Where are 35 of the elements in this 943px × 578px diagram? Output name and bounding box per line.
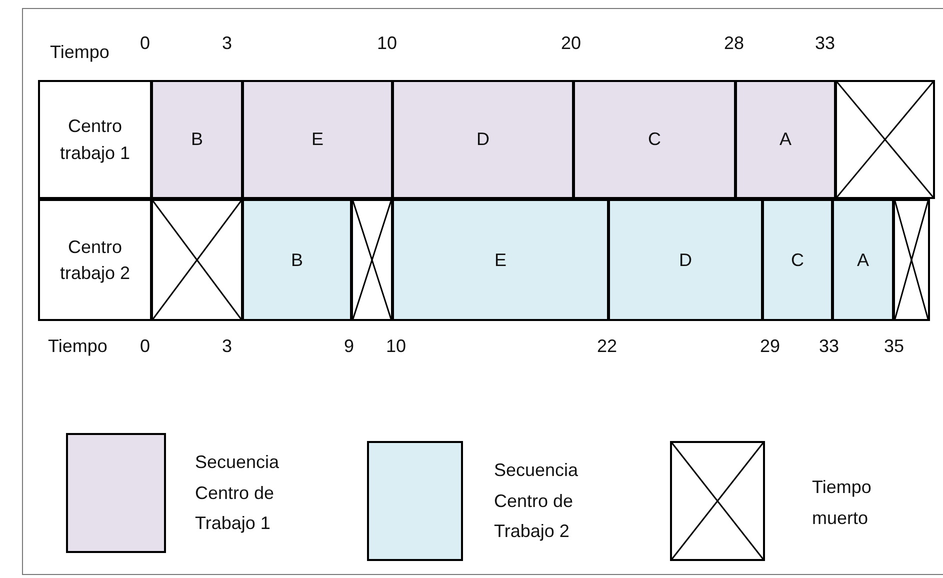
task-bar: E (242, 80, 393, 199)
time-tick-label: 28 (724, 33, 744, 54)
task-bar: B (242, 199, 352, 321)
time-tick-label: 20 (561, 33, 582, 54)
task-bar: C (762, 199, 833, 321)
idle-time-box (351, 199, 393, 321)
time-tick-label: 3 (222, 33, 232, 54)
time-tick-label: 10 (377, 33, 398, 54)
task-bar: D (608, 199, 763, 321)
time-tick-label: 22 (597, 336, 618, 357)
time-tick-label: 9 (344, 336, 354, 357)
task-bar: C (573, 80, 736, 199)
axis-title: Tiempo (50, 42, 110, 63)
idle-time-box (151, 199, 243, 321)
time-tick-label: 33 (819, 336, 840, 357)
row-header: Centro trabajo 2 (38, 199, 152, 321)
time-tick-label: 0 (140, 33, 150, 54)
task-bar: A (832, 199, 894, 321)
time-tick-label: 29 (760, 336, 780, 357)
task-bar: E (392, 199, 609, 321)
time-tick-label: 3 (222, 336, 232, 357)
row-header: Centro trabajo 1 (38, 80, 152, 199)
legend-label: Secuencia Centro de Trabajo 1 (195, 451, 280, 536)
task-bar: B (151, 80, 243, 199)
time-tick-label: 0 (140, 336, 150, 357)
legend-label: Secuencia Centro de Trabajo 2 (494, 459, 580, 544)
task-bar: D (392, 80, 574, 199)
legend-label: Tiempo muerto (812, 476, 872, 530)
time-tick-label: 10 (386, 336, 406, 357)
idle-time-box (835, 80, 935, 199)
task-bar: A (735, 80, 836, 199)
time-tick-label: 33 (815, 33, 836, 54)
axis-title: Tiempo (48, 336, 108, 357)
time-tick-label: 35 (884, 336, 904, 357)
idle-time-box (893, 199, 930, 321)
